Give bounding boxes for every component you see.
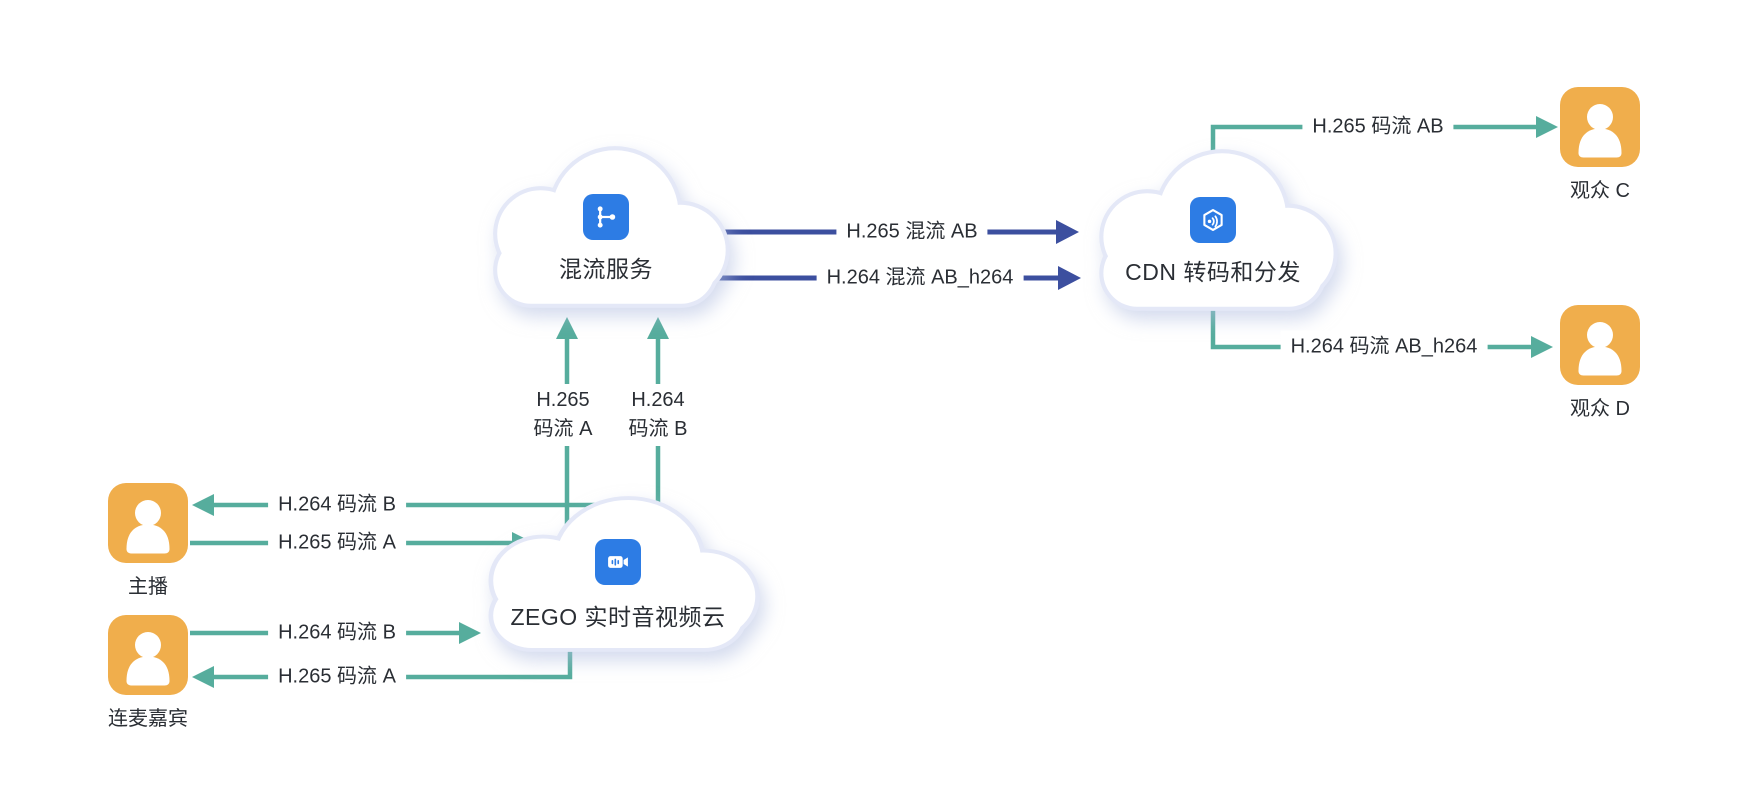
viewer-d-node: 观众 D bbox=[1560, 305, 1640, 420]
video-camera-icon bbox=[595, 539, 641, 585]
host-label: 主播 bbox=[128, 576, 168, 598]
cdn-label: CDN 转码和分发 bbox=[1125, 259, 1301, 285]
label-mix-to-cdn-h265: H.265 混流 AB bbox=[836, 215, 988, 249]
cloud-shape bbox=[1099, 149, 1338, 311]
label-mix-to-cdn-h264: H.264 混流 AB_h264 bbox=[816, 261, 1024, 295]
person-icon bbox=[108, 483, 188, 563]
cdn-cloud: CDN 转码和分发 bbox=[1076, 146, 1350, 314]
viewer-c-node: 观众 C bbox=[1560, 87, 1640, 202]
mix-service-cloud: 混流服务 bbox=[470, 143, 742, 311]
label-zego-to-mix-a: H.265 码流 A bbox=[523, 384, 603, 446]
host-node: 主播 bbox=[108, 483, 188, 598]
label-host-send: H.265 码流 A bbox=[268, 526, 406, 560]
label-cdn-to-c: H.265 码流 AB bbox=[1302, 110, 1454, 144]
guest-node: 连麦嘉宾 bbox=[108, 615, 188, 730]
person-icon bbox=[1560, 87, 1640, 167]
label-guest-recv: H.265 码流 A bbox=[268, 660, 406, 694]
person-icon bbox=[1560, 305, 1640, 385]
cloud-shape bbox=[488, 496, 760, 652]
label-cdn-to-d: H.264 码流 AB_h264 bbox=[1280, 330, 1488, 364]
label-zego-to-mix-b: H.264 码流 B bbox=[618, 384, 698, 446]
merge-icon bbox=[583, 194, 629, 240]
person-icon bbox=[108, 615, 188, 695]
cdn-box-signal-icon bbox=[1190, 197, 1236, 243]
zego-cloud: ZEGO 实时音视频云 bbox=[462, 493, 774, 655]
label-guest-send: H.264 码流 B bbox=[268, 616, 406, 650]
zego-label: ZEGO 实时音视频云 bbox=[510, 604, 726, 630]
mix-service-label: 混流服务 bbox=[559, 256, 653, 282]
viewer-c-label: 观众 C bbox=[1570, 180, 1630, 202]
viewer-d-label: 观众 D bbox=[1570, 398, 1630, 420]
guest-label: 连麦嘉宾 bbox=[108, 708, 188, 730]
label-host-recv: H.264 码流 B bbox=[268, 488, 406, 522]
